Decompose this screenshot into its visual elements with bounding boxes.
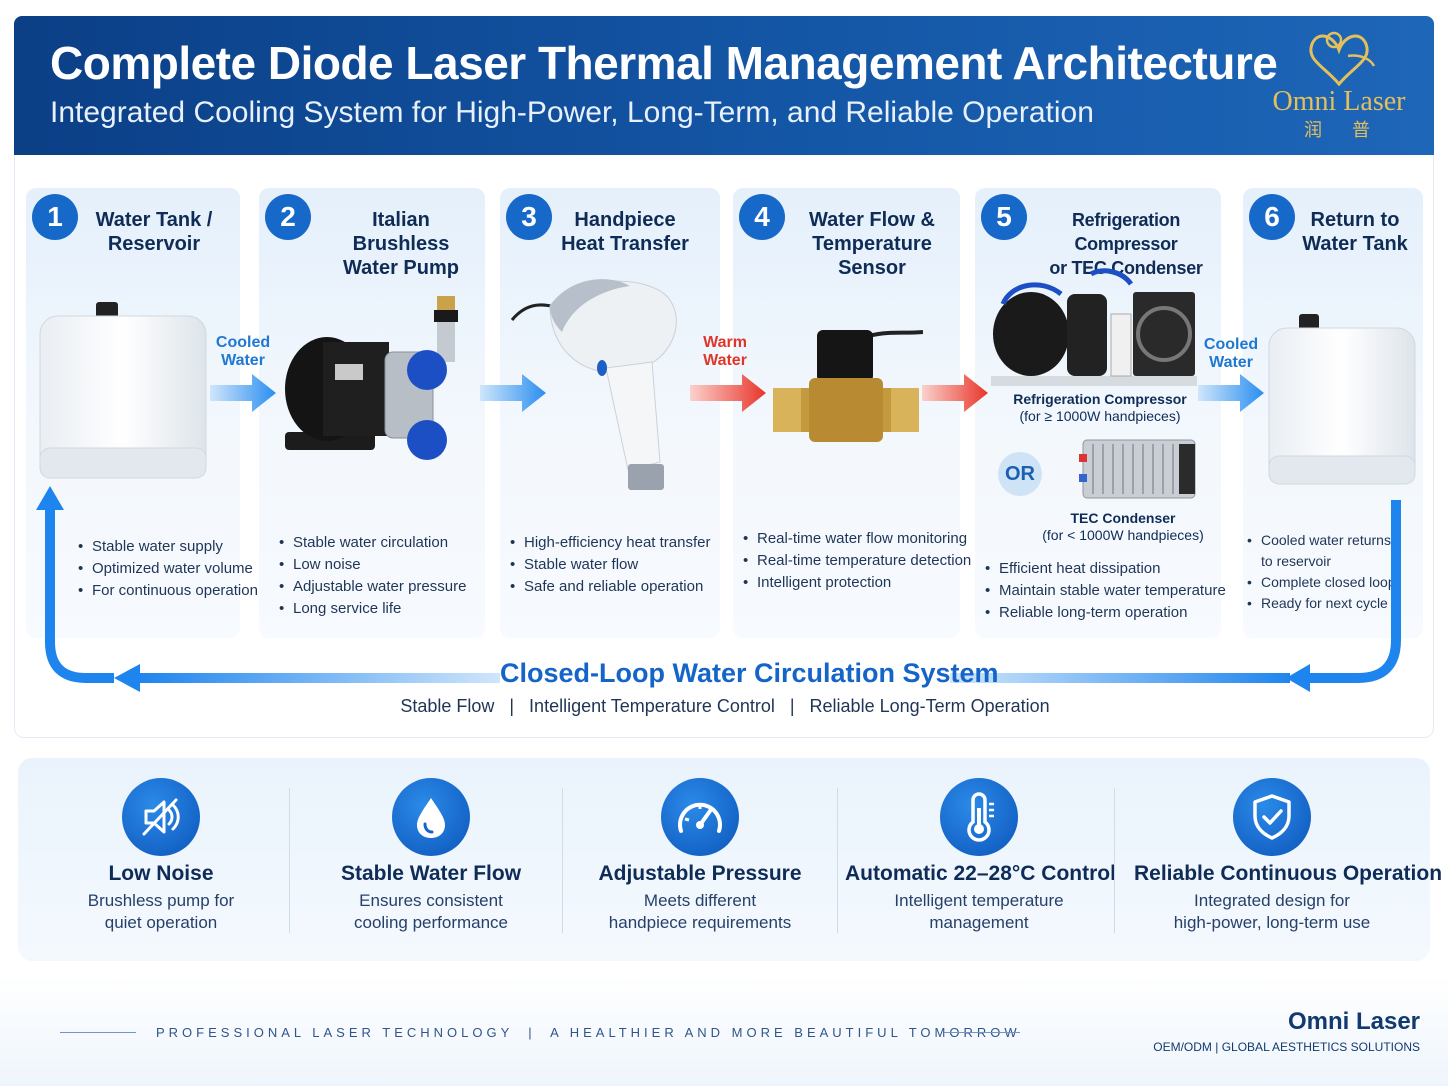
refrigeration-compressor-icon [991,268,1197,386]
arrow-right-icon [480,374,546,412]
water-drop-icon [392,778,470,856]
closed-loop-return-arrow-icon [36,486,1401,692]
step-bullets: Real-time water flow monitoringReal-time… [743,528,971,594]
step-number: 6 [1249,194,1295,240]
footer [0,975,1448,1086]
footer-rule [944,1032,1020,1033]
arrow-right-warm-icon [690,374,766,412]
feature-title: Low Noise [108,862,214,885]
step-number: 5 [981,194,1027,240]
feature-divider [562,788,563,933]
water-tank-icon [1268,314,1416,485]
gauge-icon [661,778,739,856]
brand-logo: Omni Laser 润普 [1264,26,1414,151]
arrow-right-icon [210,374,276,412]
feature-title: Adjustable Pressure [598,862,802,885]
footer-brand-name: Omni Laser [1287,1008,1420,1035]
feature-title: Reliable Continuous Operation [1134,862,1443,885]
or-badge: OR [998,452,1042,496]
arrow-right-warm-icon [922,374,988,412]
shield-check-icon [1233,778,1311,856]
omni-laser-logo-icon [1309,31,1376,87]
feature-divider [1114,788,1115,933]
footer-brand: Omni Laser OEM/ODM | GLOBAL AESTHETICS S… [1153,1008,1420,1054]
tec-condenser-icon [1079,439,1196,499]
step-bullets: Stable water supplyOptimized water volum… [78,536,258,602]
thermometer-icon [940,778,1018,856]
loop-title: Closed-Loop Water Circulation System [500,658,999,688]
footer-rule [60,1032,136,1033]
feature-continuous-operation: Reliable Continuous Operation Integrated… [1134,778,1443,934]
brand-name: Omni Laser [1272,86,1406,117]
compressor-label: Refrigeration Compressor(for ≥ 1000W han… [1013,391,1187,424]
tec-label: TEC Condenser(for < 1000W handpieces) [1042,510,1204,543]
arrow-right-icon [1198,374,1264,412]
step-title: Water Tank /Reservoir [95,209,213,255]
brushless-pump-icon [285,296,458,460]
step-flow-sensor: 4 Water Flow &Temperature Sensor Real-ti… [733,188,971,638]
step-title: Water Flow &Temperature Sensor [809,209,935,279]
feature-temperature-control: Automatic 22–28°C Control Intelligent te… [845,778,1116,934]
step-bullets: Efficient heat dissipationMaintain stabl… [985,558,1226,624]
laser-handpiece-icon [510,279,677,490]
page-subtitle: Integrated Cooling System for High-Power… [50,96,1094,129]
step-number: 1 [32,194,78,240]
loop-subtitle: Stable Flow | Intelligent Temperature Co… [400,696,1050,716]
step-number: 3 [506,194,552,240]
step-number: 2 [265,194,311,240]
header-banner: Complete Diode Laser Thermal Management … [14,16,1434,155]
feature-title: Automatic 22–28°C Control [845,862,1116,885]
feature-divider [289,788,290,933]
footer-brand-subtitle: OEM/ODM | GLOBAL AESTHETICS SOLUTIONS [1153,1040,1420,1054]
step-bullets: Stable water circulationLow noiseAdjusta… [279,532,466,620]
step-water-tank: 1 Water Tank /Reservoir Stable water sup… [26,188,258,638]
page-title: Complete Diode Laser Thermal Management … [50,37,1278,89]
footer-tagline: PROFESSIONAL LASER TECHNOLOGY | A HEALTH… [156,1025,1021,1040]
brand-chinese-name: 润普 [1304,120,1400,141]
feature-title: Stable Water Flow [340,862,522,885]
speaker-muted-icon [122,778,200,856]
flow-sensor-icon [773,330,923,442]
step-number: 4 [739,194,785,240]
water-tank-icon [39,302,207,479]
feature-divider [837,788,838,933]
step-bullets: High-efficiency heat transferStable wate… [510,532,710,598]
